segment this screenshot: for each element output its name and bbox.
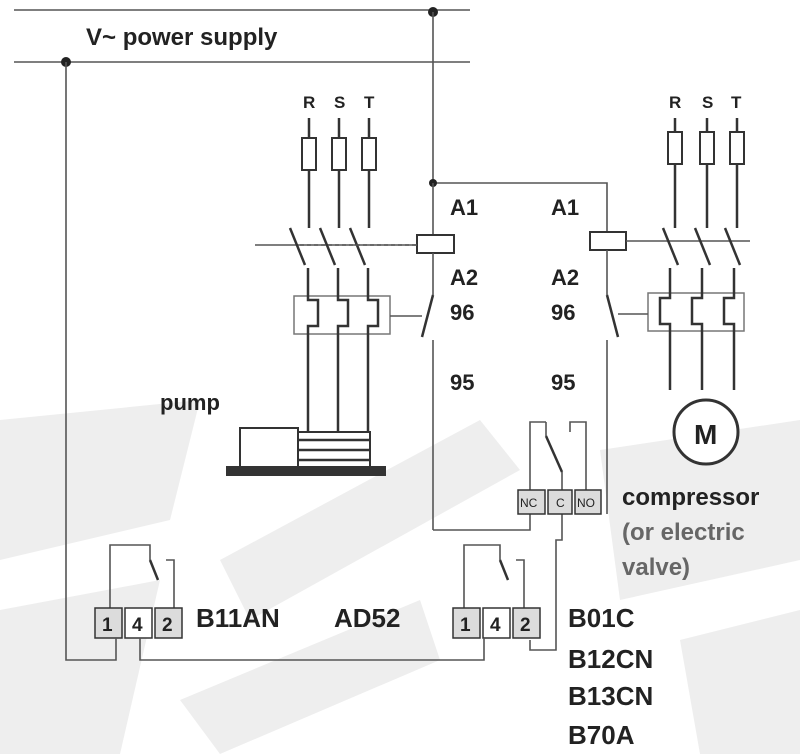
right-96: 96 [551,300,575,325]
phase-group-right: R S T [618,93,745,390]
right-95: 95 [551,370,575,395]
coil-right [589,231,627,251]
fuse-left-r [301,137,317,171]
right-a2: A2 [551,265,579,290]
left-96: 96 [450,300,474,325]
motor-label: M [694,419,717,450]
fuse-right-r [667,131,683,165]
compressor-label-line2: (or electric [622,519,745,546]
pump-label: pump [160,390,220,415]
phase-left-r: R [303,93,315,112]
power-supply-label: V~ power supply [86,24,278,51]
left-a1: A1 [450,195,478,220]
b11an-terminal-4: 4 [132,615,143,636]
model-b70a: B70A [568,720,635,750]
terminal-c: C [556,496,565,510]
phase-right-t: T [731,93,742,112]
compressor-label: compressor [622,484,759,511]
fuse-left-s [331,137,347,171]
terminal-nc: NC [520,496,538,510]
model-b01c: B01C [568,603,635,633]
fuse-left-t [361,137,377,171]
ad52-terminal-2: 2 [520,615,531,636]
left-95: 95 [450,370,474,395]
ad52-device: 1 4 2 [452,544,541,639]
b11an-device: 1 4 2 [94,544,183,639]
coil-left [416,234,455,254]
wire-left-return [65,62,117,661]
compressor-label-line3: valve) [622,554,690,581]
phase-right-s: S [702,93,713,112]
phase-left-s: S [334,93,345,112]
b11an-label: B11AN [196,603,280,633]
ad52-terminal-1: 1 [460,615,471,636]
right-a1: A1 [551,195,579,220]
wire-phase-main [432,12,608,235]
ad52-terminal-4: 4 [490,615,501,636]
phase-right-r: R [669,93,681,112]
wire-b11an-ad52 [139,638,485,661]
motor-symbol [672,398,740,466]
b11an-terminal-2: 2 [162,615,173,636]
model-b13cn: B13CN [568,681,653,711]
relay-switch [529,420,608,651]
phase-group-left: R S T [288,93,422,440]
ad52-label: AD52 [334,603,400,633]
left-a2: A2 [450,265,478,290]
pump-symbol [226,427,386,476]
terminal-no: NO [577,496,595,510]
phase-left-t: T [364,93,375,112]
b11an-terminal-1: 1 [102,615,113,636]
fuse-right-s [699,131,715,165]
relay-terminal-block: NC C NO [517,489,602,515]
fuse-right-t [729,131,745,165]
model-b12cn: B12CN [568,644,653,674]
